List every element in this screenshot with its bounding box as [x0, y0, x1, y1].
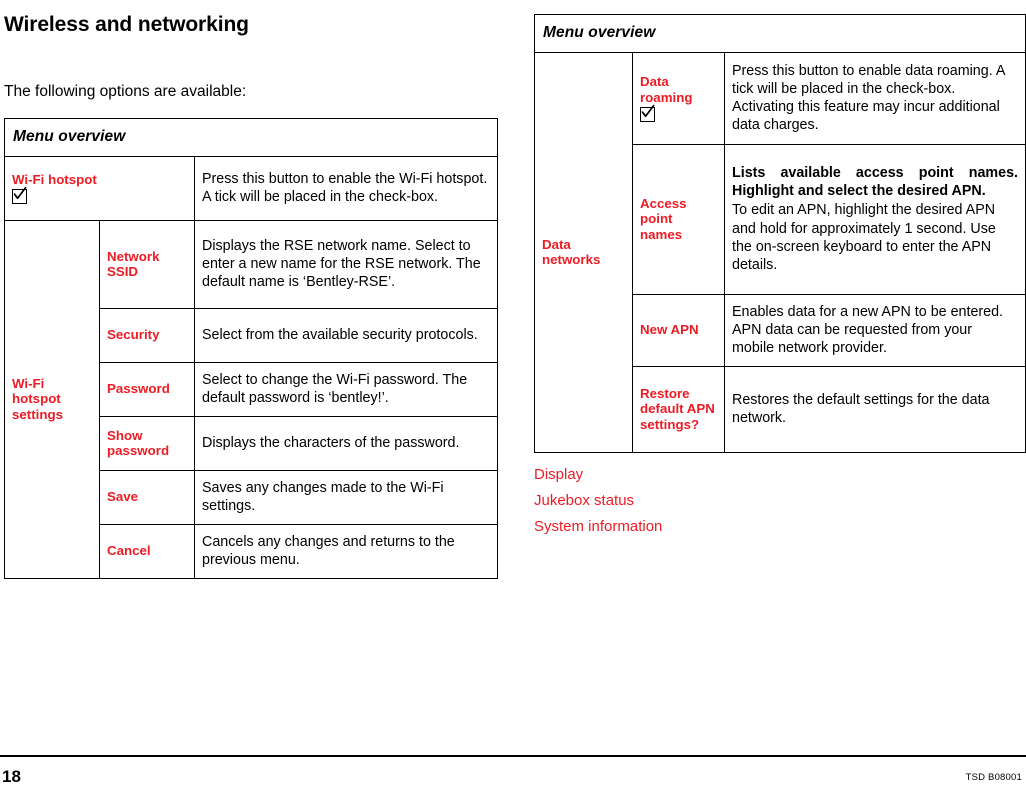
row-group-label-data-networks[interactable]: Data networks	[534, 52, 633, 453]
table-row: Security Select from the available secur…	[5, 308, 498, 363]
link-item-display[interactable]: Display	[534, 466, 584, 483]
row-description: Saves any changes made to the Wi-Fi sett…	[194, 470, 498, 525]
table-row: Password Select to change the Wi-Fi pass…	[5, 362, 498, 417]
table-row: New APN Enables data for a new APN to be…	[535, 294, 1026, 367]
row-description: Select to change the Wi-Fi password. The…	[194, 362, 498, 417]
table-header-menu-overview: Menu overview	[4, 118, 498, 157]
row-description: Press this button to enable the Wi-Fi ho…	[194, 156, 498, 221]
row-label-data-roaming[interactable]: Data roaming	[632, 52, 725, 145]
row-label-text: Wi-Fi hotspot	[12, 171, 97, 187]
row-label-cancel[interactable]: Cancel	[99, 524, 195, 579]
row-description-follow: To edit an APN, highlight the desired AP…	[732, 202, 996, 273]
intro-paragraph: The following options are available:	[4, 83, 247, 100]
table-row: Restore default APN settings? Restores t…	[535, 366, 1026, 453]
right-column: Menu overview Data networks Data roaming	[534, 14, 1026, 540]
table-header-row: Menu overview	[534, 14, 1026, 53]
row-description: Displays the characters of the password.	[194, 416, 498, 471]
row-description: Restores the default settings for the da…	[724, 366, 1026, 453]
table-row: Wi-Fi hotspot Press this button to enabl…	[4, 156, 498, 221]
row-description: Lists available access point names. High…	[724, 144, 1026, 295]
row-description: Enables data for a new APN to be entered…	[724, 294, 1026, 367]
row-label-security[interactable]: Security	[99, 308, 195, 363]
row-group-label-wifi-hotspot-settings[interactable]: Wi-Fi hotspot settings	[4, 220, 100, 579]
link-item-system-information[interactable]: System information	[534, 518, 663, 535]
page-title: Wireless and networking	[4, 13, 249, 36]
table-row: Save Saves any changes made to the Wi-Fi…	[5, 470, 498, 525]
row-label-access-point-names[interactable]: Access point names	[632, 144, 725, 295]
table-header-menu-overview: Menu overview	[534, 14, 1026, 53]
row-description: Cancels any changes and returns to the p…	[194, 524, 498, 579]
left-menu-overview-table: Menu overview Wi-Fi hotspot Press this b…	[4, 118, 498, 579]
row-description: Select from the available security proto…	[194, 308, 498, 363]
right-menu-overview-table: Menu overview Data networks Data roaming	[534, 14, 1026, 453]
table-row: Show password Displays the characters of…	[5, 416, 498, 471]
footer-document-code: TSD B08001	[965, 772, 1022, 783]
row-description-lead: Lists available access point names. High…	[732, 164, 1018, 200]
table-row: Wi-Fi hotspot settings Network SSID Disp…	[4, 220, 498, 579]
footer-page-number: 18	[2, 767, 21, 786]
row-label-show-password[interactable]: Show password	[99, 416, 195, 471]
checkbox-checked-icon[interactable]	[12, 187, 27, 205]
row-label-new-apn[interactable]: New APN	[632, 294, 725, 367]
row-label-save[interactable]: Save	[99, 470, 195, 525]
left-column: Wireless and networking The following op…	[4, 12, 498, 579]
row-label-network-ssid[interactable]: Network SSID	[99, 220, 195, 309]
table-row: Access point names Lists available acces…	[535, 144, 1026, 295]
section-link-list: Display Jukebox status System informatio…	[534, 462, 1026, 540]
row-label-password[interactable]: Password	[99, 362, 195, 417]
row-label-wifi-hotspot[interactable]: Wi-Fi hotspot	[4, 156, 195, 221]
link-item-jukebox-status[interactable]: Jukebox status	[534, 492, 635, 509]
row-label-restore-default-apn-settings[interactable]: Restore default APN settings?	[632, 366, 725, 453]
row-description: Press this button to enable data roaming…	[724, 52, 1026, 145]
row-description: Displays the RSE network name. Select to…	[194, 220, 498, 309]
table-header-row: Menu overview	[4, 118, 498, 157]
table-row: Cancel Cancels any changes and returns t…	[5, 524, 498, 579]
table-row: Data networks Data roaming Press this bu…	[534, 52, 1026, 453]
checkbox-checked-icon[interactable]	[640, 104, 655, 122]
row-label-text: Data roaming	[640, 74, 693, 105]
footer-divider	[0, 754, 1026, 757]
